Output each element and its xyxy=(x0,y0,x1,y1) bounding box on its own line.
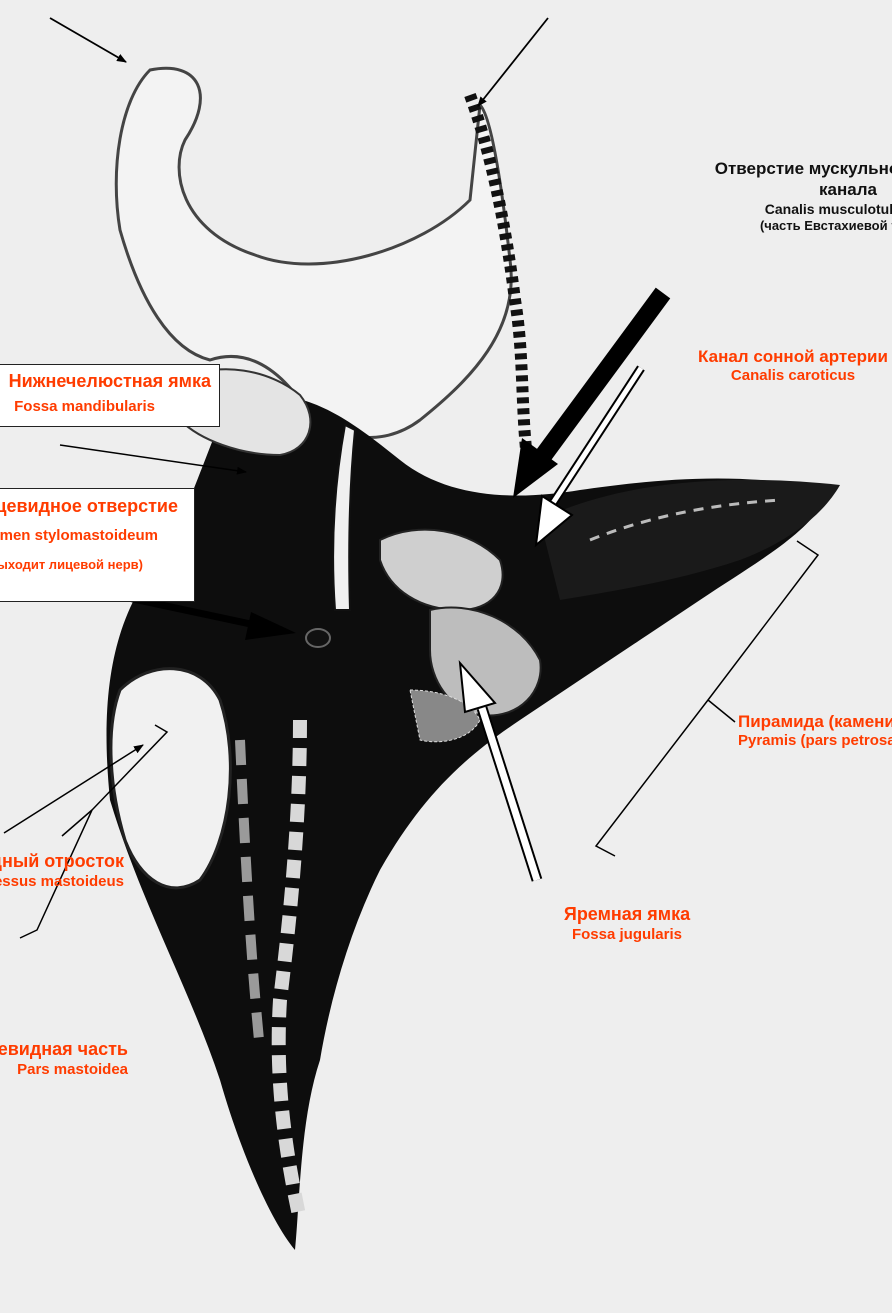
label-mastoid-part-la: Pars mastoidea xyxy=(0,1061,128,1080)
label-carotid-ru: Канал сонной артерии xyxy=(628,346,892,367)
label-stylomastoid-ru: Шилососцевидное отверстие xyxy=(0,496,178,517)
label-mastoid-process-ru: Сосцевидный отросток xyxy=(0,850,124,873)
label-musculotubal-ru: Отверстие мускульно-трубного xyxy=(648,158,892,179)
label-musculotubal-ru2: канала xyxy=(648,179,892,200)
label-carotid: Канал сонной артерии Canalis caroticus xyxy=(628,346,892,386)
label-mandibular-la: Fossa mandibularis xyxy=(14,398,155,415)
label-pyramid-ru: Пирамида (каменистая часть) xyxy=(738,711,892,732)
label-mastoid-process: Сосцевидный отросток Processus mastoideu… xyxy=(0,850,124,891)
label-musculotubal: Отверстие мускульно-трубного канала Cana… xyxy=(648,158,892,234)
label-mastoid-part: Сосцевидная часть Pars mastoidea xyxy=(0,1038,128,1079)
label-pyramid: Пирамида (каменистая часть) Pyramis (par… xyxy=(738,711,892,751)
label-stylomastoid-note: (выходит лицевой нерв) xyxy=(0,557,143,572)
label-pyramid-la: Pyramis (pars petrosa) xyxy=(738,732,892,751)
label-carotid-la: Canalis caroticus xyxy=(628,367,892,386)
label-musculotubal-note: (часть Евстахиевой трубы) xyxy=(648,218,892,234)
label-jugular: Яремная ямка Fossa jugularis xyxy=(512,903,742,944)
label-mastoid-process-la: Processus mastoideus xyxy=(0,873,124,892)
label-stylomastoid-la: Foramen stylomastoideum xyxy=(0,527,158,544)
label-box-stylomastoid: Шилососцевидное отверстие Foramen stylom… xyxy=(0,488,195,602)
label-jugular-ru: Яремная ямка xyxy=(512,903,742,926)
label-box-mandibular: Нижнечелюстная ямка Fossa mandibularis xyxy=(0,364,220,427)
label-mandibular-ru: Нижнечелюстная ямка xyxy=(9,371,211,392)
label-musculotubal-la: Canalis musculotubarius xyxy=(648,201,892,219)
label-mastoid-part-ru: Сосцевидная часть xyxy=(0,1038,128,1061)
bone-shape xyxy=(107,68,840,1250)
label-jugular-la: Fossa jugularis xyxy=(512,926,742,945)
